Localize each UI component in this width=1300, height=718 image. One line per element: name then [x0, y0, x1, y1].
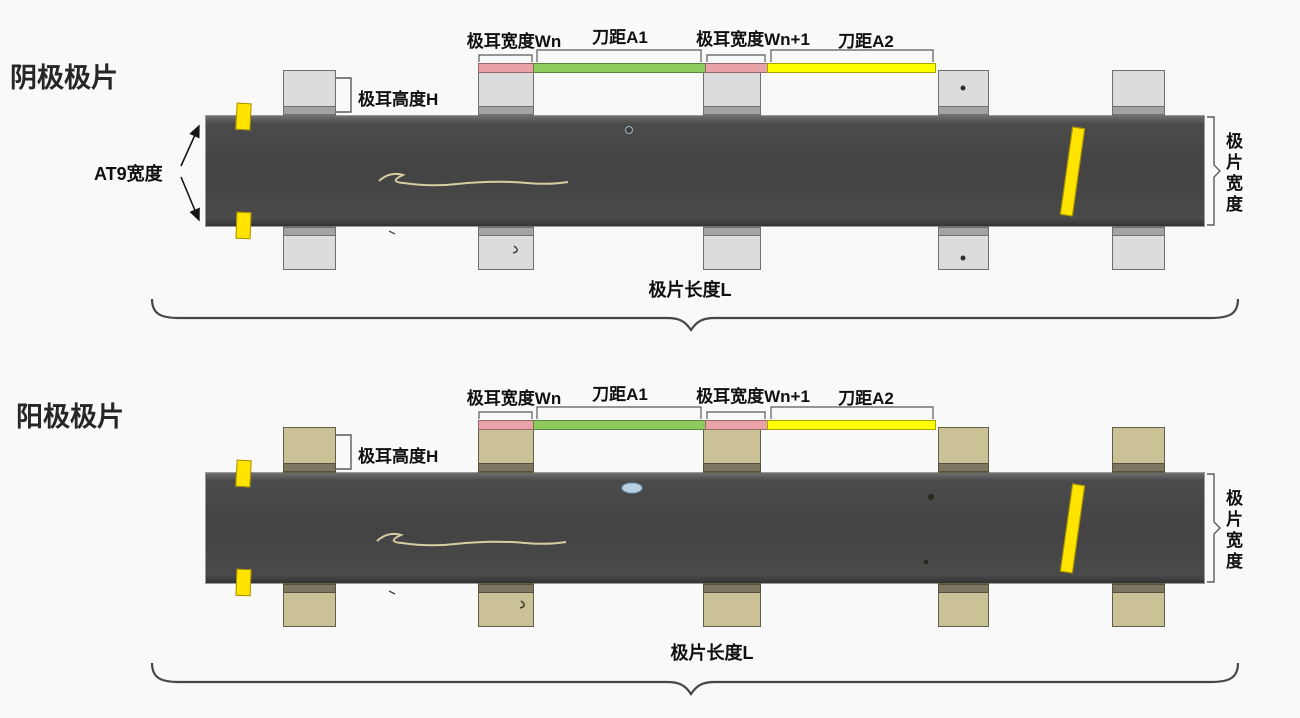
tab-height-bracket [336, 77, 352, 113]
electrode-tab-bottom [283, 226, 336, 270]
sheet-width-bracket [1207, 116, 1221, 226]
tab-coating-band [938, 106, 989, 115]
defect-mark [388, 230, 396, 235]
tab-coating-band [1112, 227, 1165, 236]
tab-width-wn1-bar [705, 63, 768, 73]
electrode-tab-bottom [478, 226, 534, 270]
splice-marker [235, 211, 252, 240]
electrode-tab-top [1112, 70, 1165, 116]
tab-coating-band [938, 227, 989, 236]
tab-coating-band [478, 227, 534, 236]
electrode-tab-top [283, 427, 336, 473]
tab-height-bracket [336, 434, 352, 470]
sheet-length-label: 极片长度L [670, 643, 754, 663]
tab-coating-band [703, 463, 761, 472]
electrode-tab-bottom [1112, 583, 1165, 627]
tab-width-wn1-label: 极耳宽度Wn+1 [696, 387, 810, 406]
cathode-title: 阴极极片 [10, 63, 118, 93]
electrode-tab-bottom [703, 226, 761, 270]
tab-height-label: 极耳高度H [358, 90, 439, 109]
tab-coating-band [283, 463, 336, 472]
tab-width-wn-bar [478, 420, 534, 430]
tab-height-label: 极耳高度H [358, 447, 439, 466]
length-underbrace [150, 662, 1240, 696]
tab-width-wn-label: 极耳宽度Wn [466, 389, 562, 408]
tab-coating-band [283, 584, 336, 593]
tab-coating-band [938, 584, 989, 593]
tab-coating-band [703, 106, 761, 115]
sheet-width-label: 极片宽度 [1226, 132, 1243, 214]
electrode-tab-top [938, 427, 989, 473]
blade-gap-a1-bar [533, 420, 706, 430]
tab-coating-band [1112, 463, 1165, 472]
electrode-strip [205, 472, 1205, 584]
blade-gap-a1-label: 刀距A1 [592, 28, 648, 47]
electrode-tab-bottom [478, 583, 534, 627]
sheet-width-label: 极片宽度 [1226, 489, 1243, 571]
electrode-tab-bottom [938, 226, 989, 270]
anode-title: 阳极极片 [16, 402, 124, 432]
tab-coating-band [938, 463, 989, 472]
blade-gap-a2-bar [767, 420, 936, 430]
tab-width-wn1-bar [705, 420, 768, 430]
electrode-tab-top [1112, 427, 1165, 473]
electrode-tab-bottom [283, 583, 336, 627]
blade-gap-a2-bar [767, 63, 936, 73]
electrode-tab-top [703, 70, 761, 116]
splice-marker [235, 102, 252, 131]
blade-gap-a2-label: 刀距A2 [838, 32, 894, 51]
sheet-width-bracket [1207, 473, 1221, 583]
electrode-tab-top [478, 427, 534, 473]
defect-mark [388, 590, 396, 595]
tab-width-wn1-label: 极耳宽度Wn+1 [696, 30, 810, 49]
electrode-tab-bottom [703, 583, 761, 627]
tab-coating-band [478, 106, 534, 115]
tab-coating-band [283, 106, 336, 115]
tab-coating-band [1112, 584, 1165, 593]
length-underbrace [150, 298, 1240, 332]
splice-marker [235, 568, 252, 597]
electrode-tab-top [703, 427, 761, 473]
tab-coating-band [478, 584, 534, 593]
tab-width-wn-bar [478, 63, 534, 73]
electrode-tab-top [938, 70, 989, 116]
cathode-section: 阴极极片 极耳宽度Wn 刀距A1 极耳宽度Wn+1 刀距A2 极耳高度H AT9… [10, 28, 1243, 332]
anode-section: 阳极极片 极耳宽度Wn 刀距A1 极耳宽度Wn+1 刀距A2 极耳高度H 极片宽… [0, 357, 1300, 718]
tab-coating-band [703, 227, 761, 236]
tab-coating-band [703, 584, 761, 593]
blade-gap-a1-label: 刀距A1 [592, 385, 648, 404]
electrode-tab-top [283, 70, 336, 116]
electrode-tab-top [478, 70, 534, 116]
blade-gap-a2-label: 刀距A2 [838, 389, 894, 408]
electrode-tab-bottom [938, 583, 989, 627]
at9-width-label: AT9宽度 [94, 164, 163, 184]
at9-arrows [180, 124, 200, 222]
sheet-length-label: 极片长度L [648, 280, 732, 300]
splice-marker [235, 459, 252, 488]
tab-coating-band [283, 227, 336, 236]
electrode-tab-bottom [1112, 226, 1165, 270]
tab-coating-band [1112, 106, 1165, 115]
tab-width-wn-label: 极耳宽度Wn [466, 32, 562, 51]
blade-gap-a1-bar [533, 63, 706, 73]
tab-coating-band [478, 463, 534, 472]
electrode-strip [205, 115, 1205, 227]
